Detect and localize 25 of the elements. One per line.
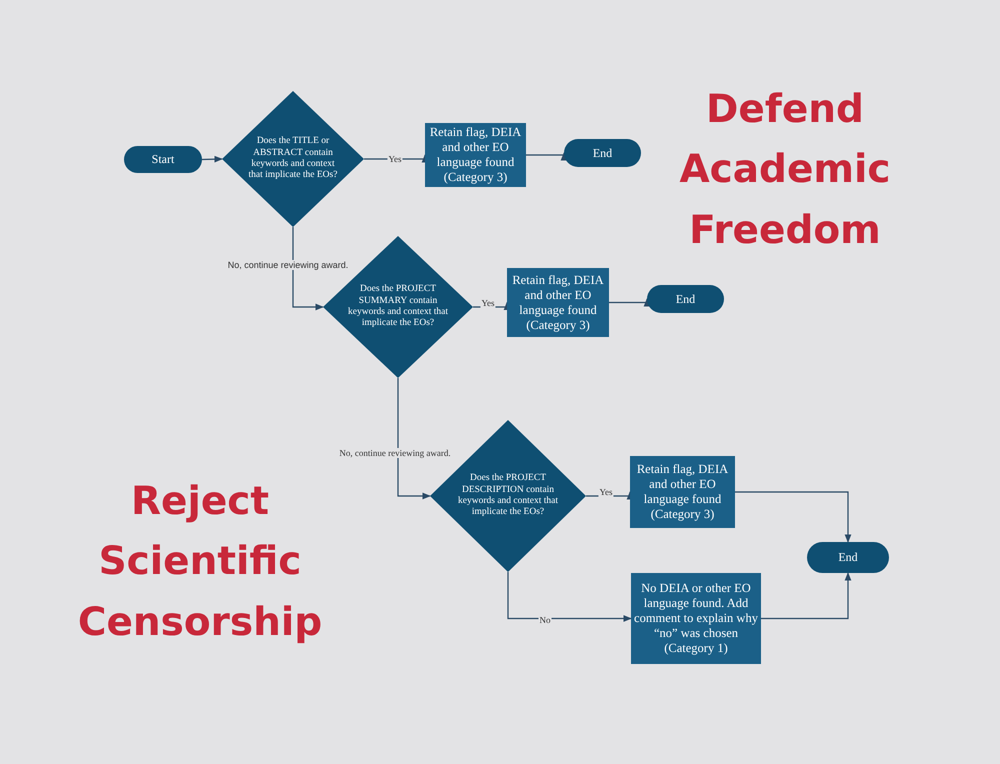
arrow bbox=[507, 572, 632, 622]
arrow bbox=[735, 491, 852, 543]
edge-label: No, continue reviewing award. bbox=[338, 448, 452, 458]
arrow bbox=[397, 378, 431, 500]
process-box: Retain flag, DEIA and other EO language found (Category 3) bbox=[507, 268, 609, 337]
terminal-pill: Start bbox=[124, 146, 202, 173]
edge-label: Yes bbox=[598, 487, 614, 497]
decision-diamond: Does the TITLE or ABSTRACT contain keywords and context that implicate the EOs? bbox=[222, 91, 364, 227]
edge-label: No, continue reviewing award. bbox=[226, 260, 350, 270]
edge-label: Yes bbox=[480, 298, 496, 308]
slogan-text: Reject Scientific Censorship bbox=[76, 478, 324, 647]
arrow bbox=[202, 156, 223, 163]
process-box: Retain flag, DEIA and other EO language found (Category 3) bbox=[630, 456, 735, 528]
terminal-pill: End bbox=[564, 139, 641, 167]
slogan-text: Defend Academic Freedom bbox=[678, 86, 892, 255]
process-box: Retain flag, DEIA and other EO language found (Category 3) bbox=[425, 123, 526, 187]
process-box: No DEIA or other EO language found. Add comment to explain why “no” was chosen (Category 1) bbox=[631, 573, 761, 664]
arrow bbox=[526, 152, 568, 161]
arrow bbox=[761, 572, 852, 620]
terminal-pill: End bbox=[807, 542, 889, 573]
edge-label: No bbox=[538, 615, 552, 625]
arrow bbox=[609, 298, 650, 307]
terminal-pill: End bbox=[647, 285, 724, 313]
arrow bbox=[292, 227, 324, 310]
edge-label: Yes bbox=[387, 154, 403, 164]
